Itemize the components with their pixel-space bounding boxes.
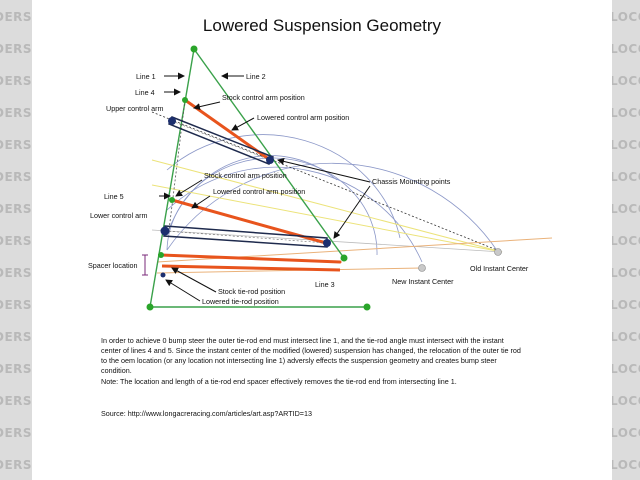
old-instant-center-label: Old Instant Center bbox=[470, 264, 529, 273]
new-instant-center-label: New Instant Center bbox=[392, 277, 454, 286]
stock-tie-rod-arrow bbox=[171, 267, 217, 293]
watermark-text: LOCOST bbox=[612, 10, 640, 24]
watermark-text: LOCOST bbox=[612, 426, 640, 440]
watermark-text: LOCOST bbox=[612, 42, 640, 56]
lowered-lower-pivot bbox=[160, 226, 170, 236]
watermark-text: LOCOST bbox=[612, 362, 640, 376]
watermark-text: LOCOST bbox=[612, 394, 640, 408]
line-2 bbox=[193, 48, 345, 259]
line-2-label: Line 2 bbox=[246, 72, 266, 81]
line-3-label: Line 3 bbox=[315, 280, 335, 289]
stock-tie-rod bbox=[159, 253, 342, 264]
upper-control-arm-label: Upper control arm bbox=[106, 104, 164, 113]
document-page: Lowered Suspension Geometry bbox=[32, 0, 612, 480]
watermark-text: DERS.CO bbox=[0, 426, 32, 440]
left-watermark-strip: DERS.CO DERS.CO DERS.CO DERS.CO DERS.CO … bbox=[0, 0, 32, 480]
watermark-text: LOCOST bbox=[612, 138, 640, 152]
line-1-label: Line 1 bbox=[136, 72, 156, 81]
bottom-right-pivot bbox=[363, 303, 371, 311]
line-2-base-pivot bbox=[340, 254, 348, 262]
watermark-text: DERS.CO bbox=[0, 330, 32, 344]
stock-lower-arrow bbox=[175, 179, 203, 197]
watermark-text: LOCOST bbox=[612, 266, 640, 280]
chassis-lower-pivot bbox=[323, 239, 331, 247]
pivot-points bbox=[146, 45, 502, 311]
watermark-text: DERS.CO bbox=[0, 10, 32, 24]
watermark-text: LOCOST bbox=[612, 330, 640, 344]
chassis-arrow-lower bbox=[333, 185, 371, 239]
diagram-title: Lowered Suspension Geometry bbox=[202, 16, 442, 35]
stock-tie-rod-label: Stock tie-rod position bbox=[218, 287, 285, 296]
lowered-tie-rod bbox=[161, 264, 341, 272]
stock-upper-position-label: Stock control arm position bbox=[222, 93, 305, 102]
callout-arrows bbox=[159, 72, 371, 302]
stock-upper-arrow bbox=[193, 101, 221, 111]
lowered-upper-arrow bbox=[231, 117, 255, 131]
watermark-text: DERS.CO bbox=[0, 362, 32, 376]
watermark-text: LOCOST bbox=[612, 74, 640, 88]
spacer-location-label: Spacer location bbox=[88, 261, 138, 270]
watermark-text: LOCOST bbox=[612, 170, 640, 184]
line-4-label: Line 4 bbox=[135, 88, 155, 97]
lowered-tie-rod-pivot bbox=[160, 272, 166, 278]
lowered-lower-arm bbox=[163, 225, 328, 248]
watermark-text: LOCOST bbox=[612, 458, 640, 472]
note-paragraph: Note: The location and length of a tie-r… bbox=[101, 377, 457, 386]
watermark-text: LOCOST bbox=[612, 298, 640, 312]
lowered-tie-rod-arrow bbox=[165, 279, 201, 302]
spacer-bracket bbox=[142, 254, 148, 276]
tie-rod-angle-line-lowered bbox=[156, 267, 423, 274]
stock-lower-pivot bbox=[169, 197, 175, 203]
stock-lower-position-label: Stock control arm position bbox=[204, 171, 287, 180]
watermark-text: LOCOST bbox=[612, 234, 640, 248]
lowered-upper-pivot bbox=[168, 117, 176, 125]
line-5-label: Line 5 bbox=[104, 192, 124, 201]
suspension-diagram: Line 1 Line 2 Line 4 Upper control arm L… bbox=[88, 45, 553, 311]
lowered-lower-arrow bbox=[191, 195, 211, 209]
lowered-tie-rod-label: Lowered tie-rod position bbox=[202, 297, 279, 306]
lowered-upper-position-label: Lowered control arm position bbox=[257, 113, 349, 122]
watermark-text: DERS.CO bbox=[0, 106, 32, 120]
line-5-yellow bbox=[151, 184, 503, 253]
chassis-upper-pivot bbox=[266, 156, 274, 164]
top-pivot bbox=[190, 45, 198, 53]
watermark-text: DERS.CO bbox=[0, 74, 32, 88]
line-4-dotted bbox=[151, 111, 503, 253]
watermark-text: DERS.CO bbox=[0, 170, 32, 184]
instant-center-arcs bbox=[166, 134, 499, 263]
arc-inner bbox=[166, 157, 378, 256]
right-watermark-strip: LOCOST LOCOST LOCOST LOCOST LOCOST LOCOS… bbox=[612, 0, 640, 480]
arc-third bbox=[166, 134, 401, 239]
watermark-text: LOCOST bbox=[612, 106, 640, 120]
watermark-text: DERS.CO bbox=[0, 138, 32, 152]
line-1-triangle bbox=[149, 48, 367, 308]
source-line: Source: http://www.longacreracing.com/ar… bbox=[101, 409, 312, 418]
old-instant-center-marker bbox=[494, 248, 502, 256]
stock-upper-pivot bbox=[182, 97, 188, 103]
instant-center-lines bbox=[151, 111, 553, 274]
watermark-text: DERS.CO bbox=[0, 234, 32, 248]
lower-control-arm-label: Lower control arm bbox=[90, 211, 148, 220]
bottom-left-pivot bbox=[146, 303, 154, 311]
watermark-text: DERS.CO bbox=[0, 394, 32, 408]
chassis-arrow-upper bbox=[277, 157, 371, 183]
line-4-yellow bbox=[151, 159, 503, 253]
new-instant-center-marker bbox=[418, 264, 426, 272]
watermark-text: LOCOST bbox=[612, 202, 640, 216]
watermark-text: DERS.CO bbox=[0, 202, 32, 216]
explanation-paragraph: In order to achieve 0 bump steer the out… bbox=[101, 336, 521, 375]
lowered-lower-position-label: Lowered control arm position bbox=[213, 187, 305, 196]
watermark-text: DERS.CO bbox=[0, 298, 32, 312]
chassis-mounting-label: Chassis Mounting points bbox=[372, 177, 451, 186]
tie-rod-pivot bbox=[158, 252, 164, 258]
watermark-text: DERS.CO bbox=[0, 458, 32, 472]
watermark-text: DERS.CO bbox=[0, 42, 32, 56]
watermark-text: DERS.CO bbox=[0, 266, 32, 280]
line-1 bbox=[149, 48, 195, 308]
